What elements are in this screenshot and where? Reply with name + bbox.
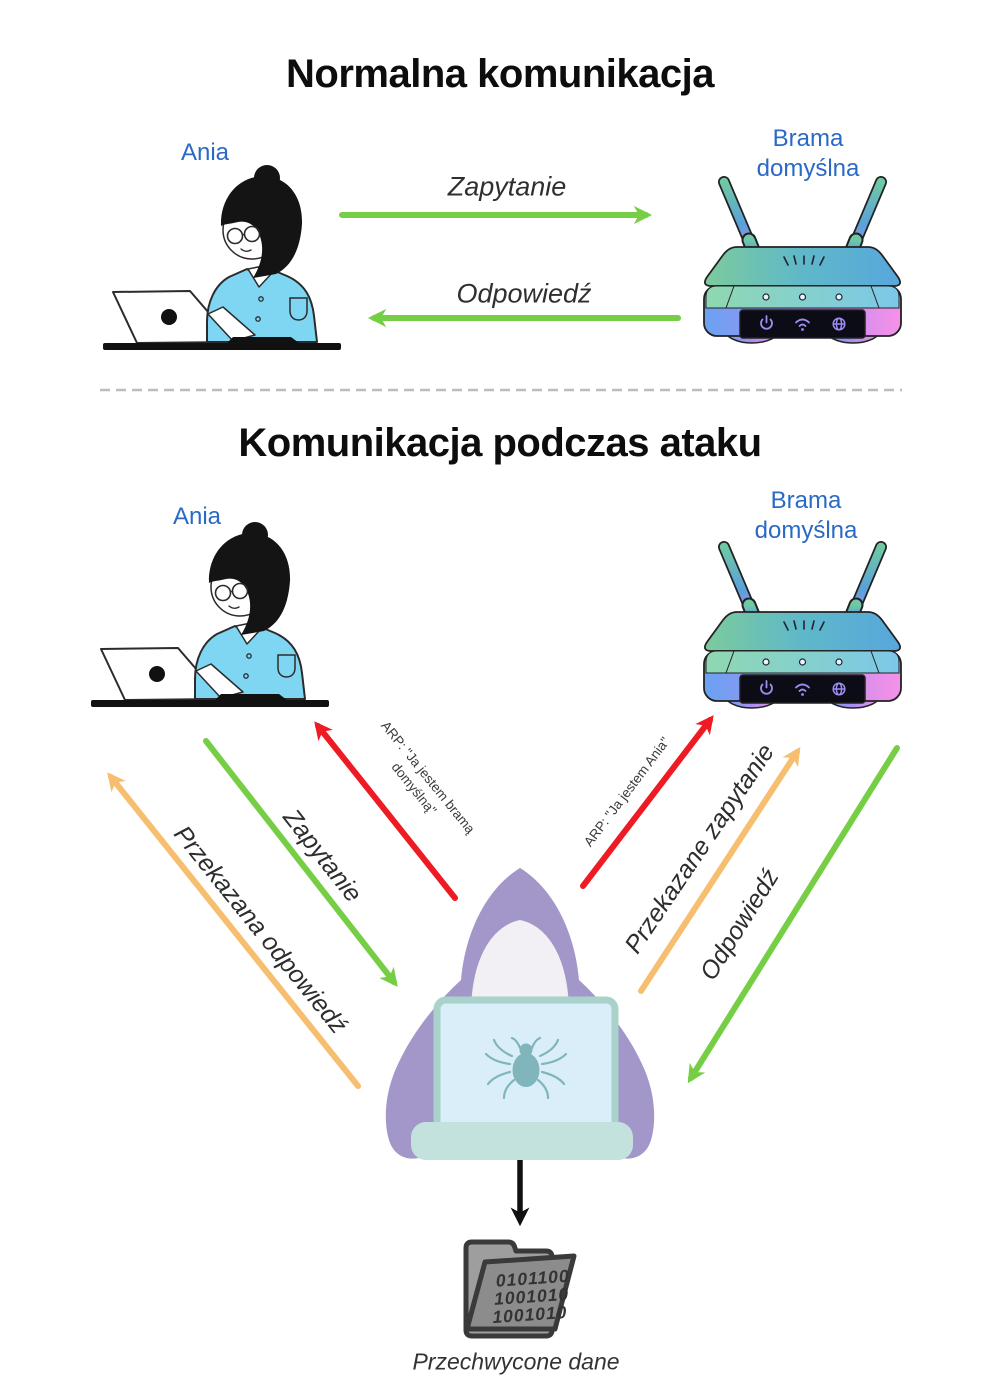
led bbox=[762, 293, 770, 301]
hacker-face bbox=[471, 920, 569, 1014]
router-lid bbox=[704, 246, 901, 287]
pocket bbox=[289, 297, 308, 321]
section-title-normal: Normalna komunikacja bbox=[286, 52, 714, 96]
band-seam bbox=[870, 650, 880, 674]
router-figure-normal bbox=[703, 176, 902, 344]
hacker-figure bbox=[385, 868, 655, 1160]
bug-icon bbox=[484, 1036, 568, 1100]
request-label-normal: Zapytanie bbox=[447, 171, 567, 202]
desk bbox=[91, 700, 329, 707]
vent-slits bbox=[783, 620, 825, 631]
button bbox=[246, 653, 252, 659]
gateway-label-attack: Brama domyślna bbox=[755, 486, 858, 546]
response-label-attack: Odpowiedź bbox=[694, 864, 785, 986]
ania-figure-attack bbox=[91, 522, 329, 707]
user-label-normal: Ania bbox=[180, 139, 230, 166]
router-figure-attack bbox=[703, 541, 902, 709]
pocket bbox=[277, 654, 296, 678]
binary-text: 0101100 1001010 1001010 bbox=[492, 1266, 571, 1327]
led bbox=[835, 658, 843, 666]
button bbox=[243, 673, 249, 679]
laptop-logo-dot bbox=[149, 666, 165, 682]
hair bbox=[208, 533, 291, 635]
led bbox=[798, 293, 807, 301]
captured-data-caption: Przechwycone dane bbox=[412, 1348, 620, 1375]
captured-data-folder: 0101100 1001010 1001010 bbox=[463, 1239, 577, 1339]
power-icon bbox=[760, 680, 773, 695]
band-seam bbox=[725, 650, 735, 674]
user-label-attack: Ania bbox=[172, 503, 222, 530]
glasses-bridge bbox=[241, 233, 246, 236]
gateway-label-line2: domyślna bbox=[756, 155, 860, 182]
forearm bbox=[207, 306, 256, 342]
globe-icon bbox=[832, 317, 846, 331]
binary-sheet bbox=[464, 1253, 577, 1332]
ania-figure-normal bbox=[103, 165, 341, 350]
gateway-label-line2: domyślna bbox=[754, 517, 858, 544]
glasses-lens bbox=[214, 584, 232, 602]
button bbox=[258, 296, 264, 302]
hacker-laptop-base bbox=[411, 1122, 633, 1160]
hair bbox=[220, 176, 303, 278]
desk bbox=[103, 343, 341, 350]
laptop-logo-dot bbox=[161, 309, 177, 325]
bug-body bbox=[512, 1053, 540, 1087]
section-title-attack: Komunikacja podczas ataku bbox=[238, 421, 762, 465]
power-icon bbox=[760, 315, 773, 330]
wifi-icon bbox=[795, 683, 810, 692]
forearm bbox=[195, 663, 244, 699]
response-label-normal: Odpowiedź bbox=[456, 278, 592, 309]
wifi-icon-dot bbox=[801, 693, 804, 696]
button bbox=[255, 316, 261, 322]
vent-slits bbox=[783, 255, 825, 266]
smile bbox=[240, 248, 252, 252]
wifi-icon-dot bbox=[801, 328, 804, 331]
bug-head bbox=[519, 1043, 533, 1057]
laptop-keyboard bbox=[227, 337, 299, 343]
request-label-attack: Zapytanie bbox=[277, 803, 368, 908]
laptop-keyboard bbox=[215, 694, 287, 700]
gateway-label-line1: Brama bbox=[770, 487, 842, 514]
glasses-bridge bbox=[229, 590, 234, 593]
globe-icon bbox=[832, 682, 846, 696]
arrow-request-attack bbox=[203, 738, 398, 987]
led bbox=[798, 658, 807, 666]
smile bbox=[228, 605, 240, 609]
glasses-lens bbox=[226, 227, 244, 245]
arrow-forwarded-response bbox=[107, 772, 361, 1089]
led bbox=[762, 658, 770, 666]
wifi-icon bbox=[795, 318, 810, 327]
router-lid bbox=[704, 611, 901, 652]
arp-spoof-label-to-gateway: ARP: "Ja jestem Ania" bbox=[580, 734, 673, 850]
band-seam bbox=[725, 285, 735, 309]
led bbox=[835, 293, 843, 301]
gateway-label-normal: Brama domyślna bbox=[757, 124, 860, 184]
band-seam bbox=[870, 285, 880, 309]
gateway-label-line1: Brama bbox=[772, 125, 844, 152]
arp-spoof-label-to-ania: ARP: "Ja jestem bramą domyślną" bbox=[363, 718, 478, 849]
